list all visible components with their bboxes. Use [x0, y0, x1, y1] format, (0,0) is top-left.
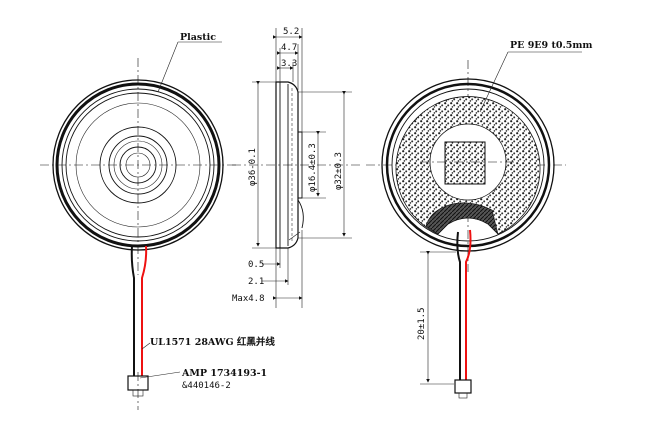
rear-view: PE 9E9 t0.5mm 20±1.5: [366, 40, 592, 399]
dim-diameter-32: φ32±0.3: [334, 152, 344, 190]
dim-0-5: 0.5: [248, 260, 264, 270]
magnet-square: [444, 141, 486, 185]
connector-rear: [454, 379, 472, 394]
red-wire: [141, 245, 148, 376]
dim-wire-length: 20±1.5: [417, 307, 427, 340]
dim-diameter-36: φ36-0.1: [248, 148, 258, 186]
connector-alt-label: &440146-2: [182, 381, 231, 391]
front-view: Plastic UL1571 28AWG 红黑并线 AMP 1734193-1 …: [40, 32, 275, 410]
rear-black-wire: [456, 231, 461, 380]
outer-rim: [52, 79, 224, 251]
mesh-label: PE 9E9 t0.5mm: [510, 40, 592, 51]
rear-red-wire: [465, 229, 472, 380]
black-wire: [130, 245, 135, 376]
dim-5-2: 5.2: [283, 27, 299, 37]
side-view: 5.2 4.7 3.3 φ36-0.1 φ16.4±0.3 φ32±0.3 0.…: [232, 27, 360, 308]
plastic-label: Plastic: [180, 32, 216, 43]
connector-label: AMP 1734193-1: [181, 368, 267, 379]
dim-max-4-8: Max4.8: [232, 294, 265, 304]
dim-2-1: 2.1: [248, 277, 264, 287]
dim-4-7: 4.7: [281, 43, 297, 53]
rear-rim: [381, 78, 555, 252]
hatched-wire-area: [425, 202, 499, 235]
dim-diameter-16-4: φ16.4±0.3: [308, 143, 318, 192]
cable-label: UL1571 28AWG 红黑并线: [150, 336, 275, 348]
dim-3-3: 3.3: [281, 59, 297, 69]
